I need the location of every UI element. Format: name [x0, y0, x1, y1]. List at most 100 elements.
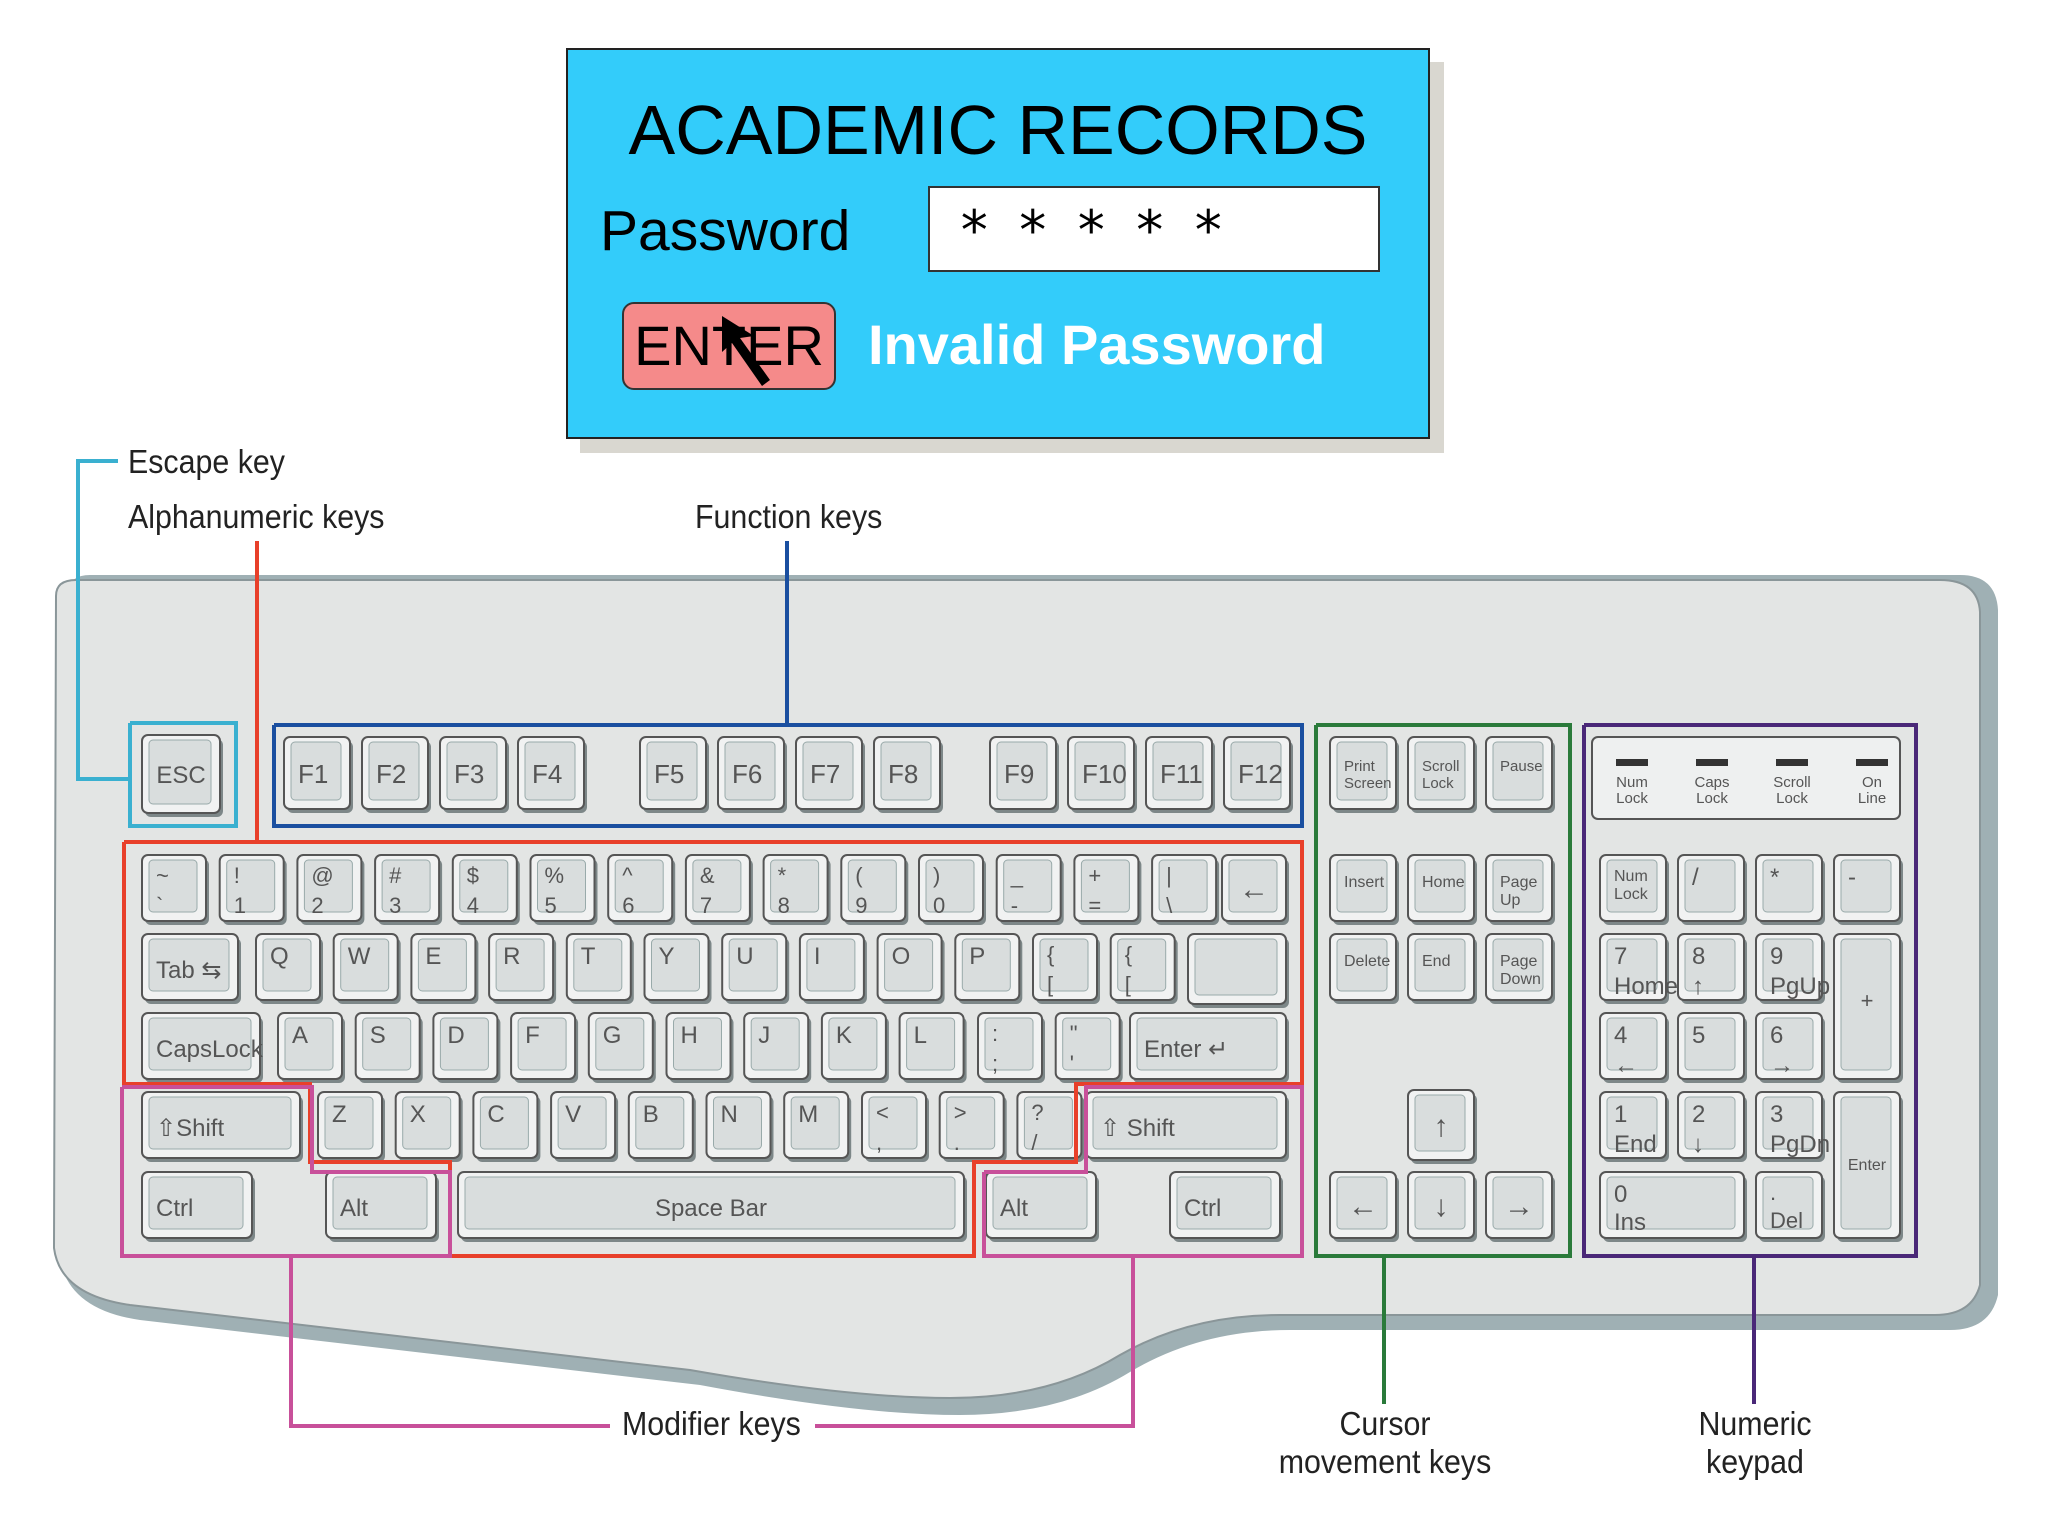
key-label: 8	[1692, 943, 1705, 970]
key-num-0: ~`	[141, 854, 209, 925]
modifier-leader-left	[289, 1256, 610, 1428]
cursor-keys-annotation: Cursor movement keys	[1270, 1405, 1500, 1481]
key-label: Ctrl	[1184, 1195, 1221, 1222]
key-label: ←	[1614, 1052, 1638, 1079]
key-label: Insert	[1344, 874, 1385, 891]
key-label: ⇧ Shift	[1100, 1115, 1175, 1142]
key-f6: F6	[717, 736, 787, 813]
key-backspace: ←	[1221, 854, 1289, 925]
key-T: T	[565, 933, 634, 1004]
key-X: X	[394, 1091, 463, 1162]
key-num-8: *8	[762, 854, 831, 925]
indicator-label: Lock	[1696, 790, 1728, 807]
key-label: Enter	[1848, 1157, 1887, 1174]
key-label: 5	[545, 893, 557, 918]
key-label: F1	[298, 759, 328, 789]
indicator-light	[1856, 759, 1888, 766]
key-R: R	[488, 933, 557, 1004]
key-label: Space Bar	[655, 1195, 767, 1222]
key-O: O	[876, 933, 945, 1004]
key-label: Num	[1614, 868, 1648, 885]
key-arrow-left: ←	[1329, 1171, 1399, 1242]
function-keys-annotation: Function keys	[695, 498, 883, 535]
key-label: |	[1166, 863, 1172, 888]
key-label: F	[525, 1022, 540, 1049]
key-label: '	[1070, 1051, 1074, 1076]
key-punct-1: "'	[1054, 1012, 1123, 1083]
key-capslock: CapsLock	[141, 1012, 264, 1083]
key-end: End	[1407, 933, 1477, 1004]
invalid-password-message: Invalid Password	[868, 313, 1326, 376]
key-label: K	[836, 1022, 852, 1049]
key-label: +	[1088, 863, 1101, 888]
key-label: S	[370, 1022, 386, 1049]
modifier-frame-left	[120, 1085, 452, 1258]
key-ctrl-right: Ctrl	[1169, 1171, 1283, 1242]
key-C: C	[472, 1091, 541, 1162]
key-tab: Tab ⇆	[141, 933, 241, 1004]
key-label: 4	[1614, 1022, 1627, 1049]
key-label: 2	[311, 893, 323, 918]
indicator-light	[1776, 759, 1808, 766]
key-numpad-plus: +	[1833, 933, 1903, 1083]
key-numpad-sym: -	[1833, 854, 1903, 925]
key-label: E	[425, 943, 441, 970]
key-W: W	[332, 933, 401, 1004]
key-D: D	[432, 1012, 501, 1083]
group-frames	[76, 459, 1918, 1428]
key-label: F8	[888, 759, 918, 789]
key-label: /	[1692, 864, 1699, 891]
indicator-light	[1616, 759, 1648, 766]
key-label: ⇧Shift	[156, 1115, 224, 1142]
key-label: Home	[1422, 874, 1465, 891]
key-label: Screen	[1344, 775, 1392, 792]
key-label: .	[1770, 1180, 1776, 1205]
key-label: F4	[532, 759, 562, 789]
key-label: F10	[1082, 759, 1127, 789]
key-numpad-5: 5	[1677, 1012, 1747, 1083]
key-label: Page	[1500, 874, 1537, 891]
key-label: 5	[1692, 1022, 1705, 1049]
key-f10: F10	[1067, 736, 1137, 813]
password-label: Password	[600, 199, 851, 263]
key-esc: ESC	[141, 734, 223, 817]
key-label: 6	[1770, 1022, 1783, 1049]
key-punct-b2: ?/	[1016, 1091, 1085, 1162]
key-pause: Pause	[1485, 736, 1555, 813]
key-label: F2	[376, 759, 406, 789]
key-J: J	[743, 1012, 812, 1083]
key-label: @	[311, 863, 333, 888]
key-label: *	[778, 863, 787, 888]
key-I: I	[798, 933, 867, 1004]
key-f9: F9	[989, 736, 1059, 813]
key-num-5: %5	[529, 854, 598, 925]
key-f12: F12	[1223, 736, 1293, 813]
key-label: ↑	[1434, 1110, 1449, 1143]
key-label: >	[954, 1100, 967, 1125]
key-label: L	[914, 1022, 927, 1049]
key-label: Del	[1770, 1208, 1803, 1233]
key-label: /	[1031, 1130, 1038, 1155]
key-N: N	[705, 1091, 774, 1162]
key-label: →	[1504, 1190, 1534, 1223]
key-numpad-sym: *	[1755, 854, 1825, 925]
key-label: ~	[156, 863, 169, 888]
key-label: `	[156, 893, 163, 918]
password-field[interactable]: *****	[928, 186, 1380, 272]
key-label: :	[992, 1021, 998, 1046]
key-arrow-up: ↑	[1407, 1089, 1477, 1164]
key-E: E	[410, 933, 479, 1004]
login-panel: ACADEMIC RECORDS Password ***** ENTER In…	[566, 48, 1430, 439]
key-label: D	[447, 1022, 464, 1049]
numeric-keypad-line2: keypad	[1706, 1443, 1804, 1480]
key-G: G	[587, 1012, 656, 1083]
key-label: Tab ⇆	[156, 957, 221, 984]
key-num-11: _-	[995, 854, 1064, 925]
key-numpad-4: 4←	[1599, 1012, 1669, 1083]
indicator-label: Num	[1616, 774, 1648, 791]
